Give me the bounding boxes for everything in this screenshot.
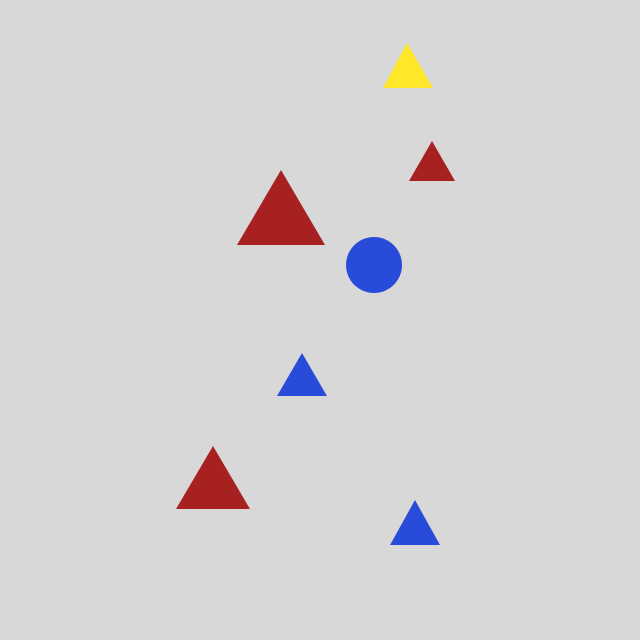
blue-triangle-bottom-right	[390, 500, 440, 545]
red-triangle-large	[237, 170, 325, 245]
red-triangle-bottom-left	[176, 446, 250, 509]
yellow-triangle-top	[383, 43, 433, 88]
blue-triangle-middle	[277, 353, 327, 396]
blue-circle	[346, 237, 402, 293]
red-triangle-small	[409, 141, 455, 181]
